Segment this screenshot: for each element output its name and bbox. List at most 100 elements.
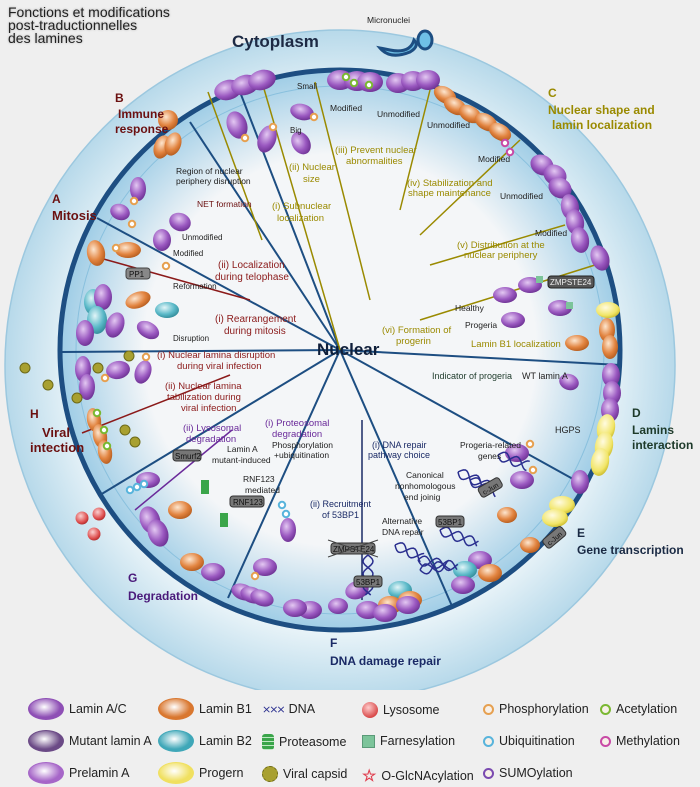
annotation: (i) DNA repair [372,440,427,450]
lamin-ac-glyph [134,360,152,384]
ubiquitination-glyph [277,500,287,510]
lamin-b1-glyph [125,291,151,309]
section-d-label: Lamins [632,423,674,437]
annotation: nonhomologous [395,481,456,491]
section-g-label: Degradation [128,589,198,603]
annotation: (ii) Localization [218,260,285,271]
svg-text:intection: intection [30,440,84,455]
legend-item: Viral capsid [262,766,347,782]
subsection-line [399,89,431,211]
annotation: periphery disruption [176,176,251,186]
section-e-label: Gene transcription [577,543,684,557]
annotation: Modified [173,249,203,258]
subsection-line [419,139,521,236]
phosphorylation-glyph [250,571,260,581]
legend-item: Lamin B2 [158,730,252,752]
lamin-diagram: Cytoplasm Micronuclei Nuclear B Immune r… [4,15,693,690]
lamin-b2-glyph [453,561,477,579]
viral-capsid-glyph [119,424,131,436]
section-h-label: Viral [42,425,70,440]
legend-label: Phosphorylation [499,702,589,716]
lamin-ac-glyph [571,470,589,494]
zmpste24-badge [547,275,595,289]
annotation: NET formation [197,199,252,209]
phosphorylation-glyph [100,373,110,383]
lamin-b1-glyph [180,553,204,571]
annotation: (iv) Stabilization and [407,178,493,189]
lamin-ac-glyph [226,111,248,139]
lamin-b1-glyph [478,564,502,582]
lamin-ac-glyph [76,320,94,346]
lamin-b1-glyph [488,122,512,142]
legend-label: O-GlcNAcylation [381,769,474,783]
annotation: Reformation [173,282,217,291]
legend-label: Progern [199,766,244,780]
phosphorylation-glyph [111,243,121,253]
cjun-badge [542,526,567,549]
legend-label: Methylation [616,734,680,748]
viral-capsid-glyph [42,379,54,391]
legend-label: DNA [288,702,316,716]
legend-label: Farnesylation [380,734,456,748]
dna-glyph [362,554,374,596]
legend-item: SUMOylation [483,766,573,780]
subsection-line [134,429,233,511]
dna-glyph [394,542,425,563]
proteasome-glyph [220,513,228,527]
annotation: HGPS [555,425,581,435]
legend-item: Phosphorylation [483,702,589,716]
progerin-glyph [596,302,620,318]
lamin-ac-glyph [248,69,276,91]
annotation: Indicator of progeria [432,371,512,381]
progerin-glyph [542,509,568,527]
lamin-ac-glyph [291,131,311,155]
lamin-ac-glyph [451,576,475,594]
pp1-badge [125,267,151,280]
lysosome-glyph [75,511,89,525]
lamin-ac-glyph [505,444,529,462]
farnesylation-glyph [536,276,543,283]
annotation: nuclear periphery [464,250,538,261]
legend-item: Progern [158,762,243,784]
53bp1-label: 53BP1 [356,578,381,587]
subsection-line [81,374,231,434]
annotation: Lamin B1 localization [471,339,561,350]
lamin-ac-glyph [396,596,420,614]
lamin-ac-glyph [590,245,610,271]
ubiquitination-glyph [139,479,149,489]
dna-glyph [417,555,459,572]
ubiquitination-glyph [281,509,291,519]
lamin-ac-glyph [548,177,572,199]
dna-icon: ⨯⨯⨯ [262,703,286,716]
53bp1-badge [435,515,465,528]
lamin-b1-glyph [158,110,178,130]
section-d-letter: D [632,406,641,420]
lamin-b1-glyph [602,335,618,359]
section-c-label: Nuclear shape and [548,103,655,117]
rnf123-badge [229,495,265,508]
lamin-ac-glyph [328,598,348,614]
legend-item: Farnesylation [362,734,455,748]
section-e-letter: E [577,526,585,540]
annotation: (ii) Nuclear lamina [165,381,242,392]
annotation: end joinig [404,492,441,502]
annotation: mutant-induced [212,455,271,465]
annotation: (ii) Nuclear [289,162,335,173]
sector-line [99,349,341,496]
smurf2-label: Smurf2 [175,452,201,461]
lamin-b1-glyph [115,242,141,258]
acetylation-glyph [99,425,109,435]
methylation-icon [600,735,611,747]
dna-glyph [497,451,530,472]
mutant-lamin-glyph [250,589,274,607]
legend-label: Mutant lamin A [69,734,152,748]
lamin-ac-glyph [94,284,112,310]
legend-item: Proteasome [262,734,346,750]
annotation: during mitosis [224,326,286,337]
annotation: mediated [245,485,280,495]
proteasome-icon [262,734,274,750]
phosphorylation-glyph [525,439,535,449]
annotation: pathway choice [368,450,430,460]
legend-label: Lamin B1 [199,702,252,716]
annotation: Progeria-related [460,440,521,450]
